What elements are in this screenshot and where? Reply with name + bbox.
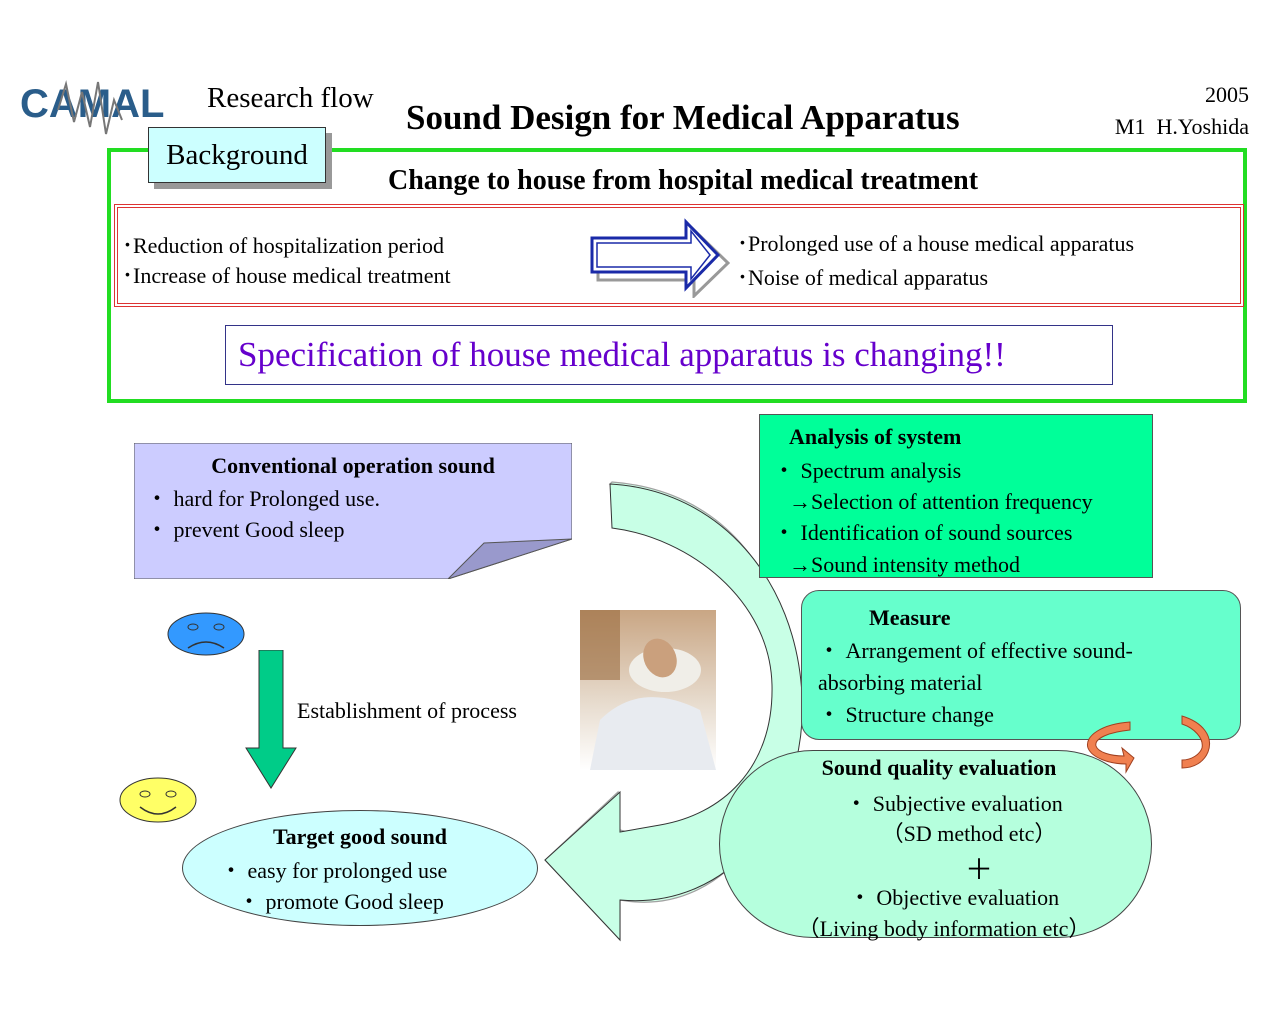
measure-title: Measure <box>869 605 951 630</box>
target-title: Target good sound <box>272 824 447 849</box>
sound-quality-line-4: ・ Objective evaluation <box>848 885 1060 910</box>
sound-quality-title: Sound quality evaluation <box>821 755 1057 780</box>
right-item-2: ･Noise of medical apparatus <box>737 265 989 290</box>
conventional-title: Conventional operation sound <box>211 453 495 478</box>
measure-line-3: ・ Structure change <box>818 702 994 727</box>
background-frame <box>107 148 1247 403</box>
process-label: Establishment of process <box>297 698 517 723</box>
sound-quality-line-2: （SD method etc） <box>881 821 1057 846</box>
analysis-line-2: →Selection of attention frequency <box>789 489 1093 514</box>
smiley-face-icon <box>119 777 197 823</box>
analysis-line-1: ・ Spectrum analysis <box>773 458 962 483</box>
background-tab: Background <box>148 127 326 183</box>
sound-quality-line-5: （Living body information etc） <box>797 916 1091 941</box>
specification-banner: Specification of house medical apparatus… <box>225 325 1113 385</box>
page-title: Sound Design for Medical Apparatus <box>406 98 960 137</box>
conventional-item-2: ・ prevent Good sleep <box>146 517 345 542</box>
left-item-2: ･Increase of house medical treatment <box>122 263 451 288</box>
camal-logo: CAMAL <box>20 80 164 135</box>
measure-line-2: absorbing material <box>818 670 983 695</box>
right-arrow-icon <box>590 218 730 298</box>
sound-quality-plus: ＋ <box>964 855 993 886</box>
left-item-1: ･Reduction of hospitalization period <box>122 233 444 258</box>
right-item-1: ･Prolonged use of a house medical appara… <box>737 231 1135 256</box>
sound-quality-line-1: ・ Subjective evaluation <box>845 791 1063 816</box>
analysis-title: Analysis of system <box>789 424 962 449</box>
change-heading: Change to house from hospital medical tr… <box>388 165 979 196</box>
analysis-line-4: →Sound intensity method <box>789 552 1020 577</box>
year-label: 2005 <box>1205 82 1249 107</box>
sad-face-icon <box>167 612 245 656</box>
sound-quality-box <box>719 750 1152 938</box>
context-box <box>117 207 1241 304</box>
down-arrow-icon <box>245 650 297 789</box>
conventional-sound-box <box>134 443 572 579</box>
sleeping-man-photo <box>580 610 716 770</box>
conventional-item-1: ・ hard for Prolonged use. <box>146 486 381 511</box>
rotate-arrows-icon <box>1087 715 1210 774</box>
target-item-2: ・ promote Good sleep <box>238 889 444 914</box>
analysis-box <box>759 414 1153 578</box>
author-label: M1 H.Yoshida <box>1114 114 1249 139</box>
target-sound-box <box>182 810 538 926</box>
measure-line-1: ・ Arrangement of effective sound- <box>818 638 1133 663</box>
measure-box <box>801 590 1241 740</box>
target-item-1: ・ easy for prolonged use <box>220 858 448 883</box>
analysis-line-3: ・ Identification of sound sources <box>773 520 1073 545</box>
research-flow-label: Research flow <box>207 82 374 114</box>
